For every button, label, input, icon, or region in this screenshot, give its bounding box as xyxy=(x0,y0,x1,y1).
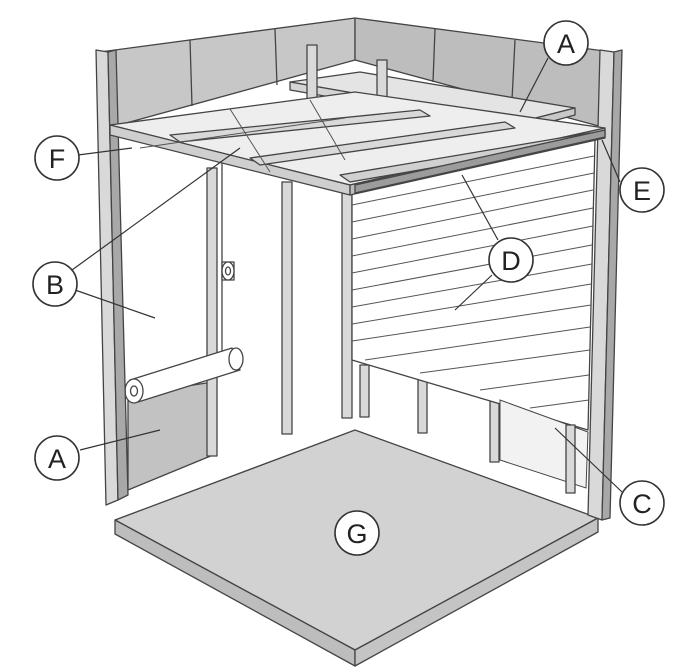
leader-C xyxy=(554,427,623,493)
right-wall-stud-5 xyxy=(565,424,576,494)
left-wall xyxy=(118,150,293,492)
insulation-roll xyxy=(124,347,244,404)
callout-G-label: G xyxy=(346,519,367,549)
ceiling-grid-lines xyxy=(139,99,346,173)
leader-lines xyxy=(71,57,623,493)
leader-A-top xyxy=(519,57,549,113)
right-wall-stud-4 xyxy=(489,399,500,463)
callout-F-label: F xyxy=(49,144,66,174)
leader-B-1 xyxy=(71,147,241,271)
callout-E: E xyxy=(619,167,665,213)
callout-B-label: B xyxy=(46,270,64,300)
right-wall-stud-3 xyxy=(417,377,428,434)
callout-A-top-label: A xyxy=(557,29,575,59)
leader-A-bottom xyxy=(79,429,161,451)
callout-A-bottom: A xyxy=(34,435,80,481)
callout-D-label: D xyxy=(501,246,521,276)
right-wall-stud-1 xyxy=(341,189,353,419)
callout-B: B xyxy=(32,261,78,307)
left-wall-stud-1 xyxy=(206,167,218,457)
leader-E xyxy=(601,139,621,183)
ceiling-joist-2 xyxy=(249,121,516,166)
left-wall-stud-2 xyxy=(281,181,293,435)
leader-B-2 xyxy=(74,289,156,319)
leader-F xyxy=(77,147,133,156)
right-wall-stud-2 xyxy=(359,364,370,418)
callout-D: D xyxy=(488,237,534,283)
right-wall xyxy=(341,139,596,494)
floor-front-right-edge xyxy=(354,517,599,667)
callout-G: G xyxy=(334,510,380,556)
ceiling-frame xyxy=(109,44,606,196)
callout-A-top: A xyxy=(543,20,589,66)
callout-C: C xyxy=(619,480,665,526)
callout-A-bottom-label: A xyxy=(48,444,66,474)
small-roll xyxy=(221,261,235,281)
callout-C-label: C xyxy=(632,489,652,519)
siding-lines xyxy=(351,155,595,409)
top-rail xyxy=(354,129,606,194)
callout-E-label: E xyxy=(633,176,651,206)
leader-D-2 xyxy=(454,274,493,311)
left-corner-post xyxy=(95,49,129,506)
leader-D-1 xyxy=(461,174,499,241)
right-corner-post xyxy=(587,49,623,521)
callout-F: F xyxy=(34,135,80,181)
